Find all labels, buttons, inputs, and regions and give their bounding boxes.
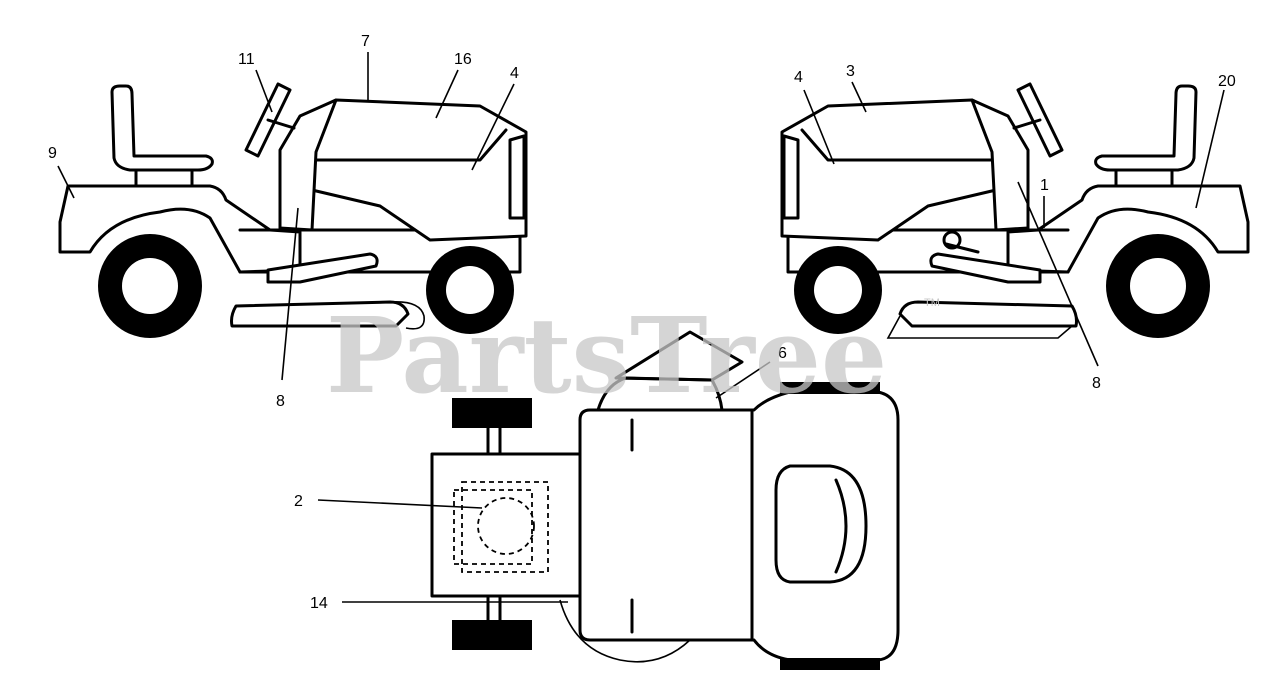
watermark-trademark: TM <box>924 297 940 309</box>
callout-3: 3 <box>846 63 855 80</box>
callout-4-left: 4 <box>510 65 519 82</box>
tractor-top-view <box>430 330 900 670</box>
callout-labels: 9 11 7 16 4 8 4 3 20 1 8 6 2 14 <box>48 33 1236 612</box>
callout-16: 16 <box>454 51 472 68</box>
callout-1: 1 <box>1040 177 1049 194</box>
callout-14: 14 <box>310 595 328 612</box>
partstree-watermark: PartsTree TM <box>326 294 940 417</box>
callout-leaders <box>57 52 1225 603</box>
tractor-right-side-view <box>780 82 1250 339</box>
callout-9: 9 <box>48 145 57 162</box>
callout-20: 20 <box>1218 73 1236 90</box>
watermark-text: PartsTree <box>326 294 887 417</box>
callout-8-left: 8 <box>276 393 285 410</box>
callout-6: 6 <box>778 345 787 362</box>
callout-11: 11 <box>238 51 255 68</box>
callout-8-right: 8 <box>1092 375 1101 392</box>
callout-4-right: 4 <box>794 69 803 86</box>
callout-7: 7 <box>361 33 370 50</box>
tractor-left-side-view <box>58 82 528 338</box>
callout-2: 2 <box>294 493 303 510</box>
